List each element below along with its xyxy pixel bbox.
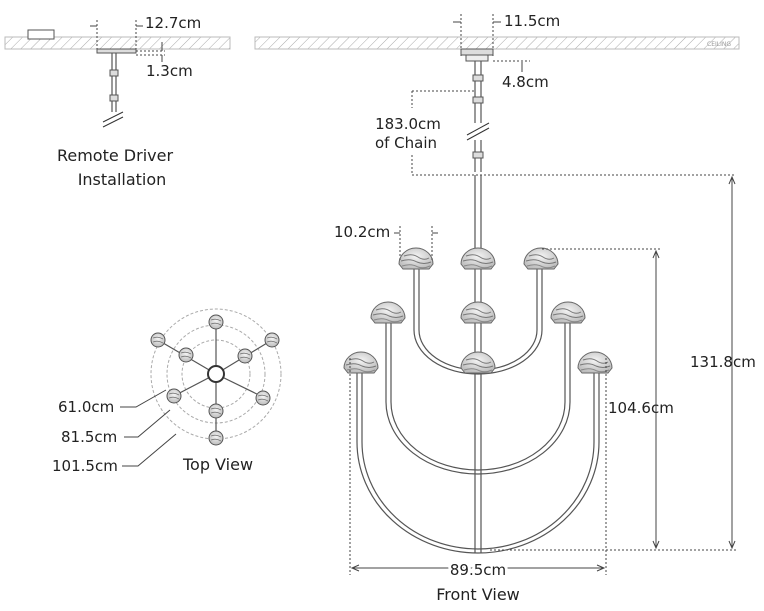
front-shades: [343, 247, 613, 374]
overall-height-dim: [490, 175, 738, 551]
ceiling-left: [4, 29, 231, 50]
ceiling-right: CEILING: [254, 36, 740, 50]
top-shade-7: [237, 348, 253, 364]
ring-small-label: 61.0cm: [58, 398, 114, 416]
fixture-height-dim: [542, 248, 660, 550]
remote-caption-line1: Remote Driver: [57, 146, 173, 165]
fixture-height-label: 104.6cm: [608, 399, 674, 417]
top-shade-1: [208, 314, 224, 330]
shade-front-9: [577, 351, 613, 374]
remote-driver-drawing: [90, 20, 165, 128]
ceiling-tag: CEILING: [707, 41, 731, 48]
shade-front-1: [398, 247, 434, 270]
shade-front-3: [523, 247, 559, 270]
overall-height-label: 131.8cm: [690, 353, 756, 371]
remote-width-label: 12.7cm: [145, 14, 201, 32]
shade-front-8: [460, 351, 496, 374]
shade-front-6: [550, 301, 586, 324]
remote-height-label: 1.3cm: [146, 62, 193, 80]
ring-large-label: 101.5cm: [52, 457, 118, 475]
remote-caption-line2: Installation: [78, 170, 167, 189]
ring-mid-label: 81.5cm: [61, 428, 117, 446]
overall-width-label: 89.5cm: [450, 561, 506, 579]
shade-front-7: [343, 351, 379, 374]
top-shade-6: [264, 332, 280, 348]
top-view-drawing: [120, 308, 282, 467]
top-shade-2: [208, 403, 224, 419]
top-view-caption: Top View: [182, 455, 253, 474]
remote-canopy: [96, 48, 137, 54]
chain-caption-label: of Chain: [375, 134, 437, 152]
canopy-height-label: 4.8cm: [502, 73, 549, 91]
remote-driver-box: [27, 29, 55, 40]
shade-width-dim: [394, 226, 438, 262]
top-shade-4: [150, 332, 166, 348]
overall-width-dim: [349, 358, 607, 575]
top-hub: [207, 365, 225, 383]
shade-front-2: [460, 247, 496, 270]
top-shade-8: [166, 388, 182, 404]
front-canopy: [453, 14, 530, 72]
top-shade-3: [208, 430, 224, 446]
fixture-arms: [356, 268, 600, 554]
canopy-width-label: 11.5cm: [504, 12, 560, 30]
shade-width-label: 10.2cm: [334, 223, 390, 241]
chain: [411, 61, 735, 176]
shade-front-5: [460, 301, 496, 324]
top-shade-5: [178, 347, 194, 363]
front-view-caption: Front View: [436, 585, 520, 604]
top-shade-9: [255, 390, 271, 406]
shade-front-4: [370, 301, 406, 324]
chain-length-label: 183.0cm: [375, 115, 441, 133]
